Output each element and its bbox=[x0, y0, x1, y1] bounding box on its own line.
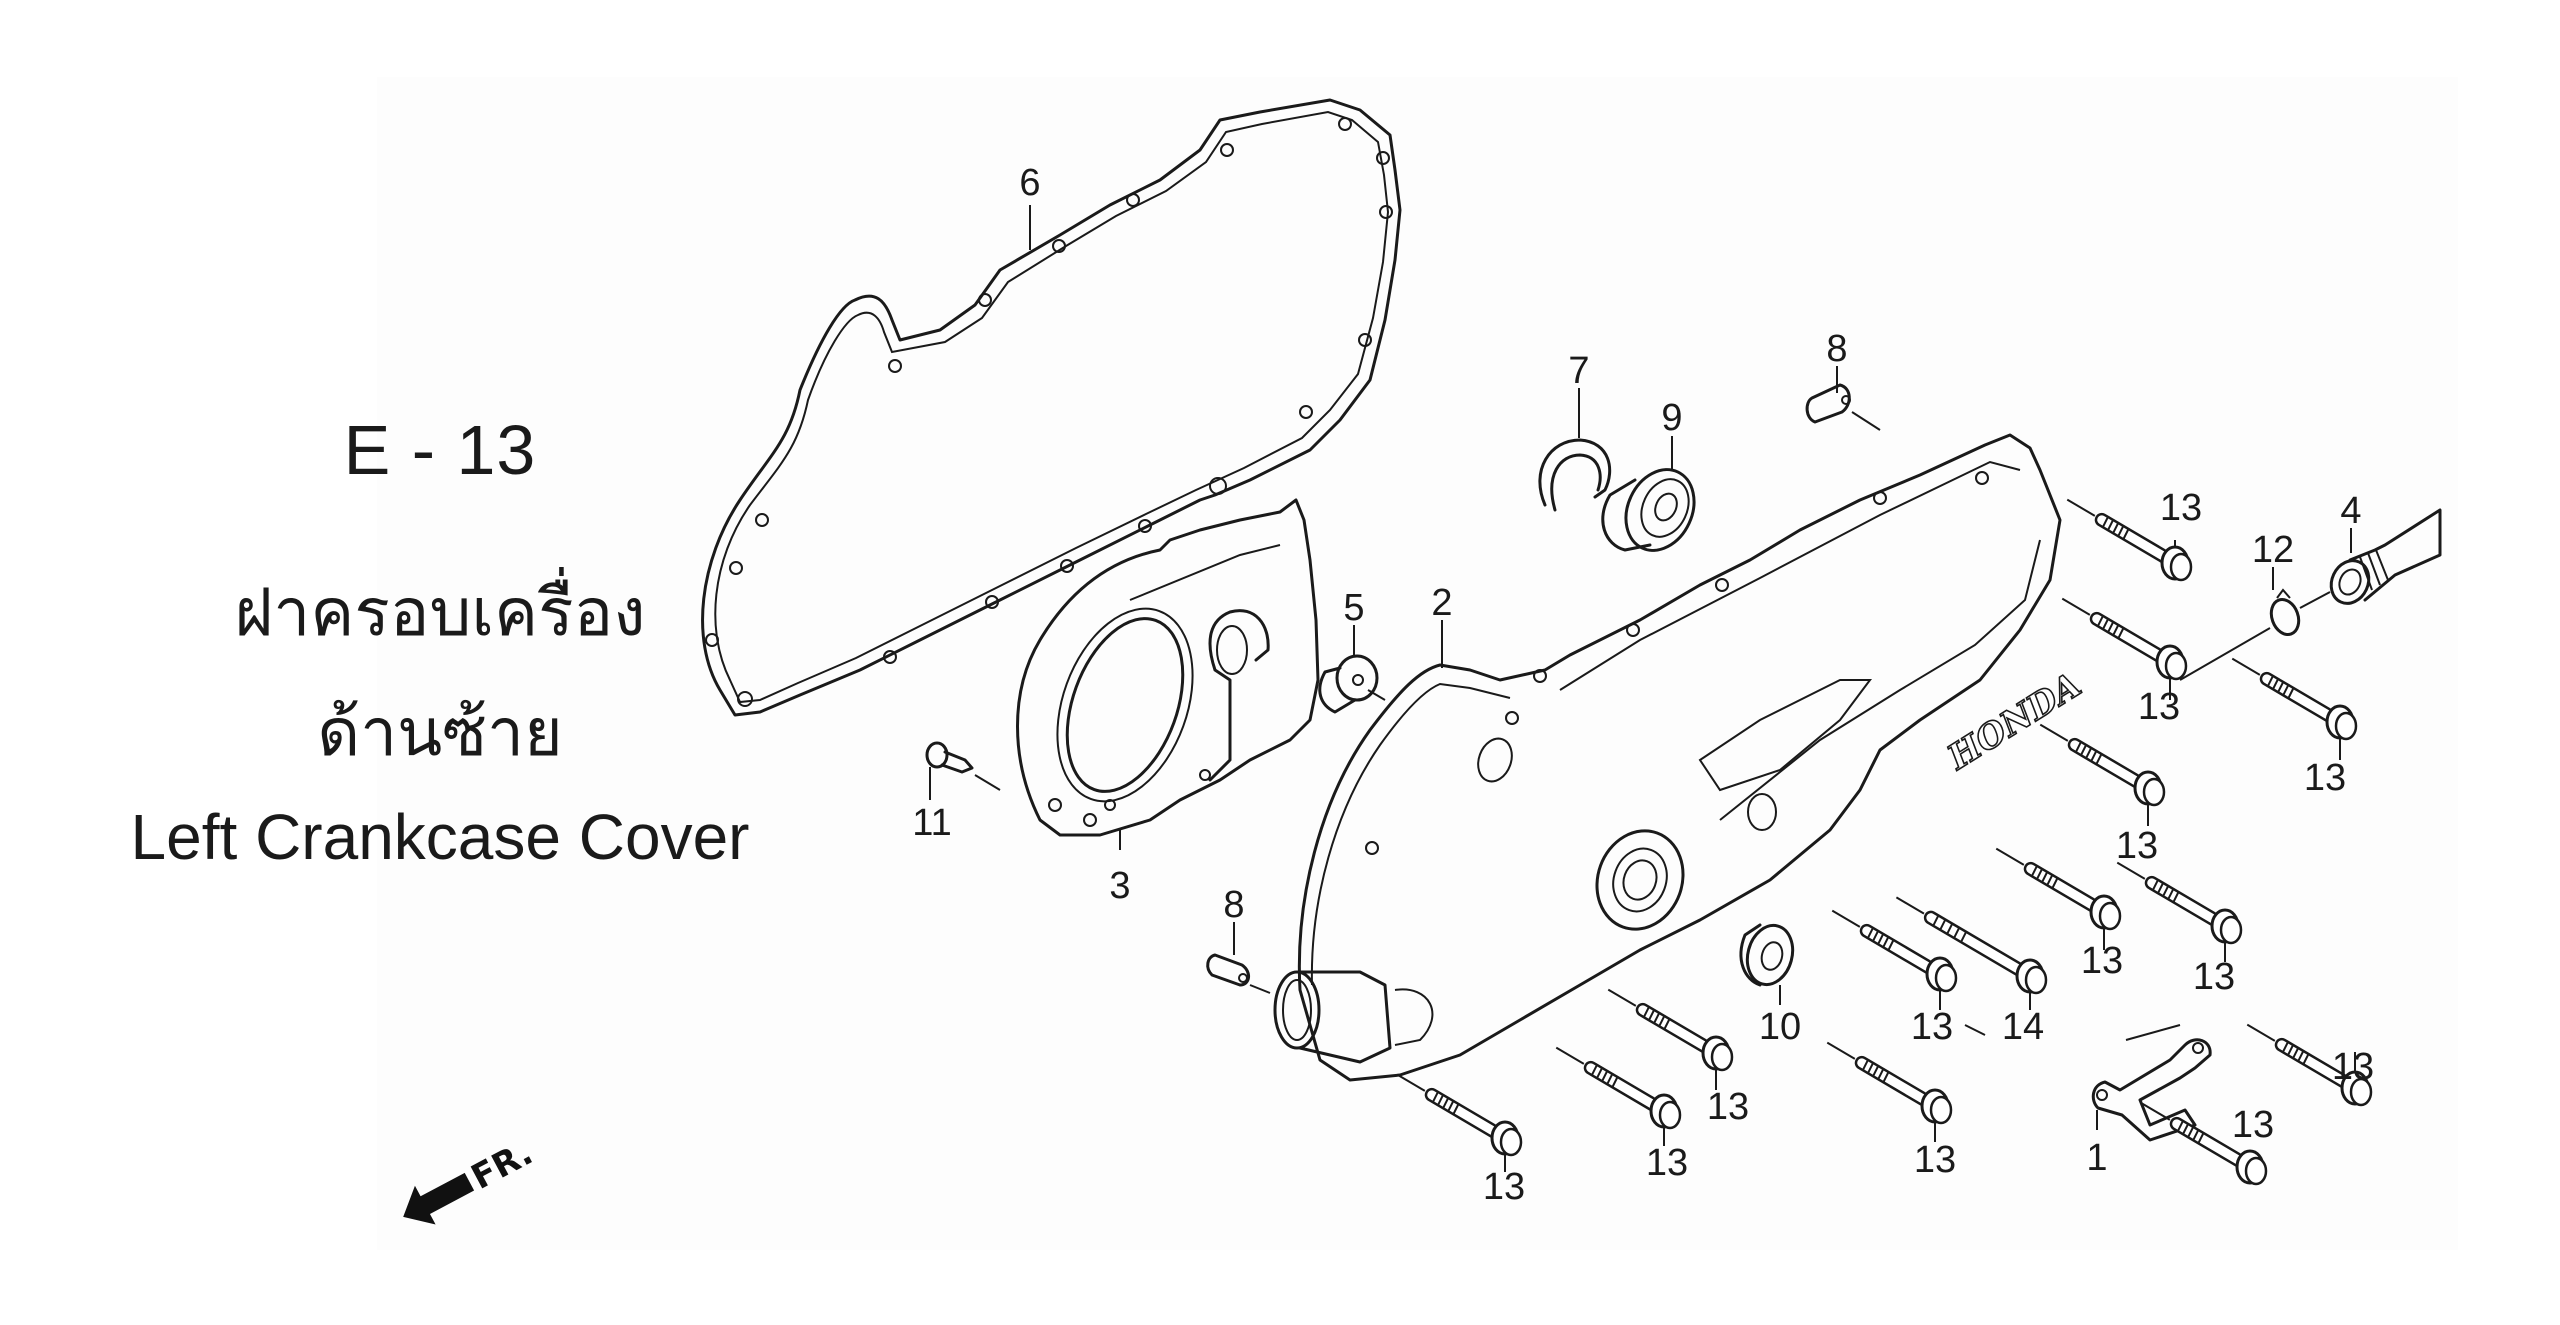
flange-bolt[interactable] bbox=[2039, 723, 2166, 826]
inner-cover-part-3[interactable] bbox=[1016, 498, 1320, 850]
fr-label: FR. bbox=[465, 1133, 539, 1198]
callout-10[interactable]: 10 bbox=[1759, 1006, 1801, 1048]
callout-8-top[interactable]: 8 bbox=[1826, 328, 1847, 370]
callout-13[interactable]: 13 bbox=[2138, 686, 2180, 728]
clip-part-12[interactable] bbox=[2179, 567, 2303, 681]
callout-13[interactable]: 13 bbox=[1914, 1139, 1956, 1181]
flange-bolt[interactable] bbox=[1826, 1041, 1953, 1142]
bolts-group bbox=[1396, 498, 2373, 1186]
callout-13[interactable]: 13 bbox=[2116, 825, 2158, 867]
callout-dash bbox=[1964, 1024, 1986, 1036]
dowel-pin-part-8-bottom[interactable] bbox=[1206, 922, 1271, 994]
flange-bolt[interactable] bbox=[2141, 1102, 2268, 1186]
flange-bolt[interactable] bbox=[2061, 597, 2188, 700]
callout-13[interactable]: 13 bbox=[2193, 956, 2235, 998]
flange-bolt[interactable] bbox=[1555, 1046, 1682, 1146]
bearing-part-9[interactable] bbox=[1601, 436, 1707, 562]
duct-part-4[interactable] bbox=[2299, 508, 2442, 610]
flange-bolt[interactable] bbox=[2246, 1023, 2373, 1107]
callout-5[interactable]: 5 bbox=[1343, 587, 1364, 629]
callout-13[interactable]: 13 bbox=[2081, 940, 2123, 982]
screw-part-11[interactable] bbox=[925, 741, 1001, 800]
oil-seal-part-10[interactable] bbox=[1739, 920, 1799, 1005]
flange-bolt[interactable] bbox=[1895, 896, 2048, 1010]
flange-bolt[interactable] bbox=[2066, 498, 2193, 582]
flange-bolt[interactable] bbox=[1831, 909, 1958, 1010]
callout-13[interactable]: 13 bbox=[1911, 1006, 1953, 1048]
title-english: Left Crankcase Cover bbox=[130, 801, 750, 873]
callout-13[interactable]: 13 bbox=[1646, 1142, 1688, 1184]
dowel-pin-part-8-top[interactable] bbox=[1805, 366, 1881, 431]
callout-12[interactable]: 12 bbox=[2252, 529, 2294, 571]
callout-13[interactable]: 13 bbox=[1707, 1086, 1749, 1128]
callout-13[interactable]: 13 bbox=[2304, 757, 2346, 799]
callout-4[interactable]: 4 bbox=[2340, 490, 2361, 532]
collar-part-5[interactable] bbox=[1318, 625, 1386, 714]
flange-bolt[interactable] bbox=[2116, 861, 2243, 962]
callout-3[interactable]: 3 bbox=[1109, 865, 1130, 907]
flange-bolt[interactable] bbox=[1396, 1073, 1523, 1172]
callout-13[interactable]: 13 bbox=[2160, 487, 2202, 529]
front-arrow-icon bbox=[403, 1172, 475, 1225]
bracket-part-1[interactable] bbox=[2091, 1024, 2212, 1142]
title-thai-line1: ฝาครอบเครื่อง bbox=[234, 574, 646, 651]
honda-logo: HONDA bbox=[1940, 665, 2088, 778]
callout-6[interactable]: 6 bbox=[1019, 162, 1040, 204]
left-crankcase-cover-part-2[interactable]: HONDA bbox=[1273, 433, 2089, 1082]
circlip-part-7[interactable] bbox=[1538, 388, 1612, 512]
callout-14[interactable]: 14 bbox=[2002, 1006, 2044, 1048]
flange-bolt[interactable] bbox=[1995, 847, 2122, 950]
callout-8-bottom[interactable]: 8 bbox=[1223, 884, 1244, 926]
callout-7[interactable]: 7 bbox=[1568, 350, 1589, 392]
front-direction-indicator: FR. bbox=[403, 1133, 539, 1225]
gasket-part-6[interactable] bbox=[701, 98, 1402, 717]
callout-13[interactable]: 13 bbox=[2232, 1104, 2274, 1146]
callout-13[interactable]: 13 bbox=[2332, 1046, 2374, 1088]
callout-1[interactable]: 1 bbox=[2086, 1137, 2107, 1179]
callout-labels: 6 7 8 9 4 12 5 2 11 3 8 10 14 1 13 13 13… bbox=[912, 162, 2374, 1208]
callout-11[interactable]: 11 bbox=[912, 802, 951, 844]
callout-2[interactable]: 2 bbox=[1431, 582, 1452, 624]
flange-bolt[interactable] bbox=[1607, 988, 1734, 1090]
section-code: E - 13 bbox=[343, 411, 537, 489]
flange-bolt[interactable] bbox=[2231, 657, 2358, 760]
callout-9[interactable]: 9 bbox=[1661, 397, 1682, 439]
title-thai-line2: ด้านซ้าย bbox=[317, 694, 563, 771]
callout-13[interactable]: 13 bbox=[1483, 1166, 1525, 1208]
